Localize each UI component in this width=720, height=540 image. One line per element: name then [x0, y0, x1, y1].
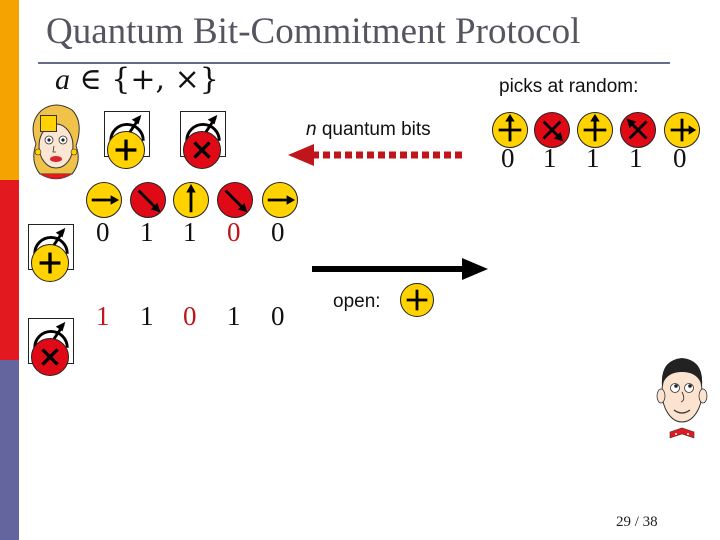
top-bit-4: 1: [629, 143, 643, 173]
bob-avatar-icon: [652, 352, 712, 440]
open-arrow: [312, 256, 488, 282]
row1-bit-4: 0: [227, 217, 241, 247]
slide-title: Quantum Bit-Commitment Protocol: [46, 11, 581, 52]
quantum-bits-label: n quantum bits: [306, 119, 431, 141]
open-plus-basis-icon: [400, 283, 434, 317]
top-qubit-4-cross-icon: [620, 112, 656, 148]
received-qubit-2-icon: [130, 182, 166, 218]
row2-bit-4: 1: [227, 301, 241, 331]
row2-bit-1: 1: [96, 301, 110, 331]
row2-bit-2: 1: [140, 301, 154, 331]
title-rule: [38, 62, 670, 64]
top-qubit-5-plus-icon: [664, 112, 700, 148]
top-bit-5: 0: [673, 143, 687, 173]
top-bit-3: 1: [586, 143, 600, 173]
received-qubit-3-icon: [173, 182, 209, 218]
row2-bit-5: 0: [271, 301, 285, 331]
row1-bit-2: 1: [140, 217, 154, 247]
plus-basis-icon: [107, 131, 145, 169]
alice-note-icon: [40, 115, 57, 132]
page-number: 29 / 38: [616, 514, 658, 531]
row1-bit-1: 0: [96, 217, 110, 247]
page-current: 29: [616, 514, 631, 530]
picks-at-random-label: picks at random:: [499, 76, 639, 97]
top-bit-1: 0: [501, 143, 515, 173]
received-qubit-5-icon: [262, 182, 298, 218]
strip-top: [0, 0, 19, 180]
top-qubit-2-cross-icon: [534, 112, 570, 148]
received-qubit-1-icon: [86, 182, 122, 218]
open-label: open:: [333, 291, 381, 312]
top-bit-2: 1: [543, 143, 557, 173]
quantum-bits-text: quantum bits: [316, 119, 431, 140]
quantum-bits-n: n: [306, 119, 317, 140]
strip-middle: [0, 180, 19, 360]
row2-cross-basis-icon: [31, 338, 69, 376]
basis-formula: a ∈ {+, ×}: [55, 62, 219, 97]
row1-bit-3: 1: [183, 217, 197, 247]
row2-bit-3: 0: [183, 301, 197, 331]
page-total: 38: [642, 514, 658, 530]
quantum-bits-arrow: [288, 140, 470, 170]
row1-bit-5: 0: [271, 217, 285, 247]
formula-set: ∈ {+, ×}: [70, 62, 219, 97]
formula-variable: a: [55, 63, 70, 96]
strip-bottom: [0, 360, 19, 540]
received-qubit-4-icon: [217, 182, 253, 218]
page-separator: /: [634, 514, 639, 530]
row1-plus-basis-icon: [31, 244, 69, 282]
cross-basis-icon: [183, 131, 221, 169]
top-qubit-3-plus-icon: [577, 112, 613, 148]
top-qubit-1-plus-icon: [492, 112, 528, 148]
